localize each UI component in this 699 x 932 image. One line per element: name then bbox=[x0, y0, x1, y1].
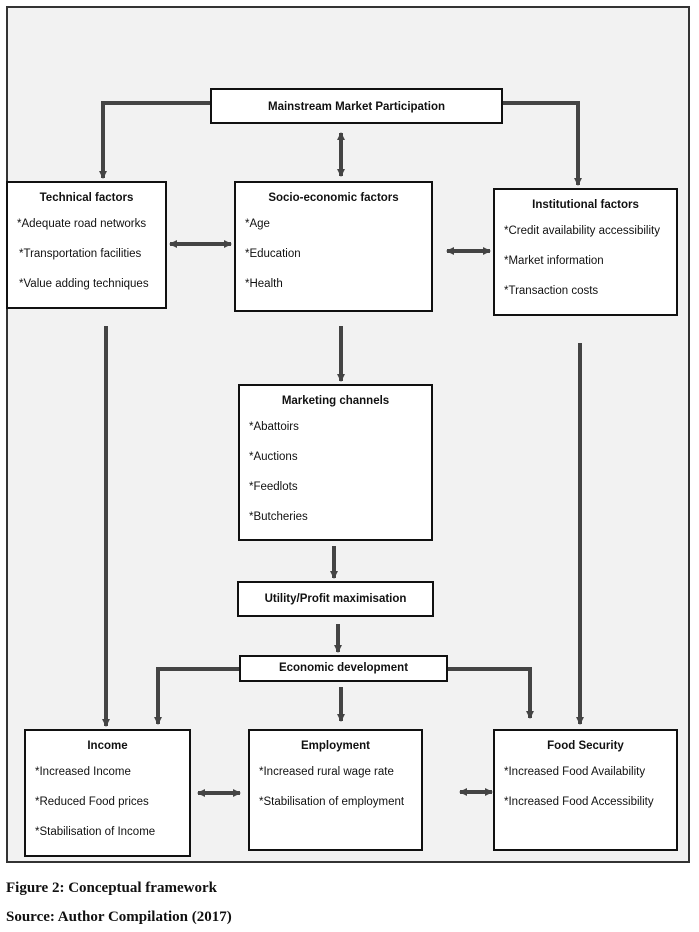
utility-profit-box: Utility/Profit maximisation bbox=[237, 581, 434, 617]
socio-item: *Education bbox=[245, 248, 301, 260]
economic-development-title: Economic development bbox=[278, 662, 409, 674]
marketing-item: *Feedlots bbox=[249, 481, 298, 493]
institutional-factors-box: Institutional factors *Credit availabili… bbox=[493, 188, 678, 316]
marketing-channels-box: Marketing channels *Abattoirs *Auctions … bbox=[238, 384, 433, 541]
utility-profit-title: Utility/Profit maximisation bbox=[264, 593, 407, 605]
food-security-item: *Increased Food Availability bbox=[504, 766, 646, 778]
food-security-box: Food Security *Increased Food Availabili… bbox=[493, 729, 678, 851]
employment-title: Employment bbox=[300, 740, 370, 752]
food-security-item: *Increased Food Accessibility bbox=[504, 796, 654, 808]
mainstream-market-box: Mainstream Market Participation bbox=[210, 88, 503, 124]
institutional-item: *Market information bbox=[504, 255, 604, 267]
food-security-title: Food Security bbox=[547, 740, 624, 752]
arrow-economic-income bbox=[154, 667, 240, 725]
income-item: *Increased Income bbox=[35, 766, 131, 778]
marketing-item: *Butcheries bbox=[249, 511, 308, 523]
technical-item: *Value adding techniques bbox=[19, 278, 149, 290]
income-item: *Stabilisation of Income bbox=[35, 826, 156, 838]
marketing-channels-title: Marketing channels bbox=[281, 395, 390, 407]
economic-development-box: Economic development bbox=[239, 655, 448, 682]
socio-economic-box: Socio-economic factors *Age *Education *… bbox=[234, 181, 433, 312]
mainstream-market-title: Mainstream Market Participation bbox=[267, 101, 446, 113]
arrow-mainstream-institutional bbox=[502, 101, 582, 186]
institutional-factors-title: Institutional factors bbox=[532, 199, 639, 211]
arrow-mainstream-technical bbox=[99, 101, 210, 179]
socio-item: *Age bbox=[245, 218, 270, 230]
employment-item: *Increased rural wage rate bbox=[259, 766, 394, 778]
marketing-item: *Auctions bbox=[249, 451, 298, 463]
employment-item: *Stabilisation of employment bbox=[259, 796, 405, 808]
socio-economic-title: Socio-economic factors bbox=[268, 192, 399, 204]
institutional-item: *Credit availability accessibility bbox=[504, 225, 660, 237]
socio-item: *Health bbox=[245, 278, 283, 290]
technical-item: *Adequate road networks bbox=[17, 218, 147, 230]
source-caption: Source: Author Compilation (2017) bbox=[6, 909, 232, 925]
institutional-item: *Transaction costs bbox=[504, 285, 599, 297]
employment-box: Employment *Increased rural wage rate *S… bbox=[248, 729, 423, 851]
technical-factors-title: Technical factors bbox=[39, 192, 134, 204]
technical-factors-box: Technical factors *Adequate road network… bbox=[6, 181, 167, 309]
arrow-economic-food bbox=[448, 667, 534, 719]
technical-item: *Transportation facilities bbox=[19, 248, 142, 260]
income-item: *Reduced Food prices bbox=[35, 796, 149, 808]
income-box: Income *Increased Income *Reduced Food p… bbox=[24, 729, 191, 857]
income-title: Income bbox=[87, 740, 128, 752]
figure-caption: Figure 2: Conceptual framework bbox=[6, 880, 217, 896]
marketing-item: *Abattoirs bbox=[249, 421, 299, 433]
